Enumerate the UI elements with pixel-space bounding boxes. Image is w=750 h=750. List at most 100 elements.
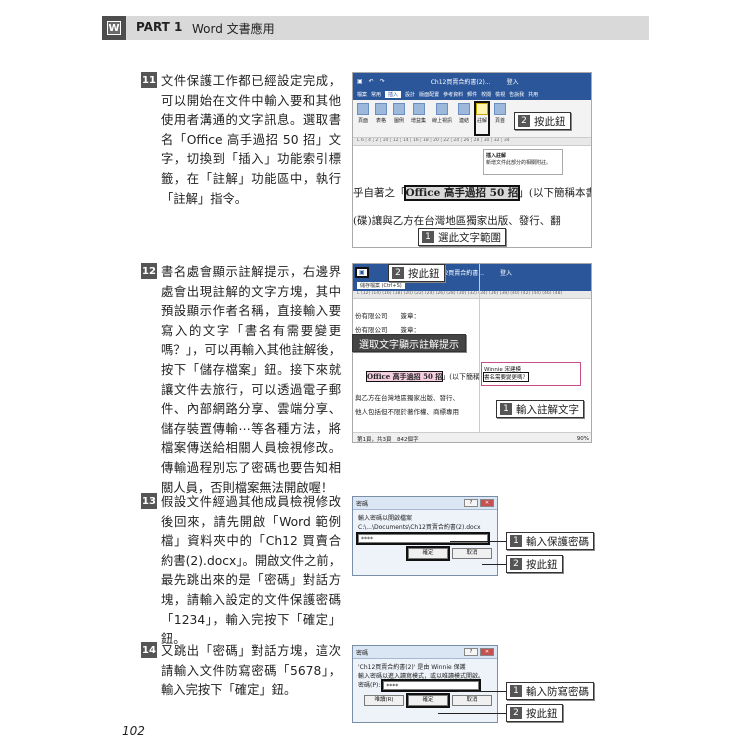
comment-author: Winnie 宋建模 bbox=[484, 367, 521, 373]
document-row-3: Office 高手過招 50 招」(以下簡稱 bbox=[365, 371, 481, 382]
share-button[interactable]: 共用 bbox=[528, 92, 539, 98]
word-icon: W bbox=[102, 16, 126, 40]
step-text: 又跳出「密碼」對話方塊，這次請輸入文件防寫密碼「5678」，輸入完按下「確定」鈕… bbox=[161, 644, 341, 698]
table-button[interactable]: 表格 bbox=[375, 103, 387, 134]
document-row-1: 份有限公司 簽章： bbox=[355, 312, 420, 320]
tab-file[interactable]: 檔案 bbox=[357, 92, 368, 98]
tab-references[interactable]: 參考資料 bbox=[443, 92, 464, 98]
callout-leader bbox=[438, 713, 506, 714]
close-icon[interactable]: ✕ bbox=[480, 648, 494, 656]
addins-button[interactable]: 增益集 bbox=[411, 103, 426, 134]
part-label: PART 1 bbox=[136, 20, 183, 34]
open-password-input[interactable]: **** bbox=[356, 532, 490, 545]
document-row-2: 份有限公司 簽章： bbox=[355, 326, 420, 334]
tab-mailings[interactable]: 郵件 bbox=[467, 92, 478, 98]
illustrations-button[interactable]: 圖例 bbox=[393, 103, 405, 134]
signin-link[interactable]: 登入 bbox=[500, 269, 513, 277]
pages-icon bbox=[357, 103, 369, 115]
pages-button[interactable]: 頁面 bbox=[357, 103, 369, 134]
tab-layout[interactable]: 版面配置 bbox=[419, 92, 440, 98]
save-icon[interactable]: ▣ bbox=[357, 77, 363, 85]
password-dialog-open: 密碼 ?✕ 輸入密碼以開啟檔案 C:\...\Documents\Ch12買賣合… bbox=[352, 496, 498, 576]
ok-button[interactable]: 確定 bbox=[406, 693, 450, 708]
cancel-button[interactable]: 取消 bbox=[452, 695, 492, 706]
table-icon bbox=[375, 103, 387, 115]
comment-anchor-text[interactable]: Office 高手過招 50 招 bbox=[365, 371, 444, 382]
dialog-title-bar: 密碼 ?✕ bbox=[353, 497, 497, 510]
tab-review[interactable]: 校閱 bbox=[481, 92, 492, 98]
word-insert-tab-screenshot: ▣ ↶ ↷ Ch12買賣合約書(2)... 登入 檔案 常用 插入 設計 版面配… bbox=[352, 72, 592, 248]
comment-button[interactable]: 註解 bbox=[474, 101, 491, 136]
addins-icon bbox=[412, 103, 425, 115]
links-button[interactable]: 連結 bbox=[458, 103, 471, 134]
step-11: 11 文件保護工作都已經設定完成，可以開始在文件中輸入要和其他使用者溝通的文字訊… bbox=[141, 72, 341, 209]
comment-icon bbox=[476, 103, 489, 115]
password-label: 密碼(P): bbox=[358, 682, 381, 689]
tab-home[interactable]: 常用 bbox=[371, 92, 382, 98]
step-number: 11 bbox=[141, 72, 157, 88]
undo-icon[interactable]: ↶ bbox=[368, 77, 374, 85]
save-tooltip: 儲存檔案 (Ctrl+S) bbox=[357, 282, 405, 289]
signin-link[interactable]: 登入 bbox=[506, 78, 519, 86]
step-12: 12 書名處會顯示註解提示，右邊界處會出現註解的文字方塊，其中預設顯示作者名稱，… bbox=[141, 263, 341, 498]
dialog-title: 密碼 bbox=[356, 649, 369, 657]
protected-by-text: 'Ch12買賣合約書(2)' 是由 Winnie 保護 bbox=[358, 664, 466, 671]
step-number: 13 bbox=[141, 493, 157, 509]
step-number: 12 bbox=[141, 263, 157, 279]
zoom-level[interactable]: 90% bbox=[576, 435, 589, 442]
ruler: L 6 ¦ 4 ¦ 2 ¦ 10 ¦ 12 ¦ 14 ¦ 16 ¦ 18 ¦ 2… bbox=[353, 138, 591, 146]
help-icon[interactable]: ? bbox=[464, 648, 478, 656]
title-bar: ▣ ↶ ↷ Ch12買賣合約書(2)... 登入 bbox=[353, 73, 591, 89]
document-row-5: 他人包括但不限於著作權、商標專用 bbox=[355, 408, 459, 416]
comment-box[interactable]: Winnie 宋建模 書名需要變更嗎？ bbox=[481, 362, 581, 386]
dialog-prompt: 輸入密碼以開啟檔案 bbox=[358, 515, 413, 522]
dialog-title-bar: 密碼 ?✕ bbox=[353, 646, 497, 659]
write-password-input[interactable]: **** bbox=[381, 679, 482, 692]
step-text: 假設文件經過其他成員檢視修改後回來，請先開啟「Word 範例檔」資料夾中的「Ch… bbox=[161, 495, 341, 647]
dialog-instruction: 輸入密碼以進入讀寫模式，或以唯讀模式開啟。 bbox=[358, 673, 485, 680]
document-line-2: (碟)讓與乙方在台灣地區獨家出版、發行、翻 bbox=[353, 215, 561, 227]
selected-book-title[interactable]: Office 高手過招 50 招 bbox=[403, 185, 521, 201]
password-dialog-write: 密碼 ?✕ 'Ch12買賣合約書(2)' 是由 Winnie 保護 輸入密碼以進… bbox=[352, 645, 498, 723]
cancel-button[interactable]: 取消 bbox=[452, 548, 492, 559]
step-text: 書名處會顯示註解提示，右邊界處會出現註解的文字方塊，其中預設顯示作者名稱，直接輸… bbox=[161, 265, 341, 495]
tab-view[interactable]: 檢視 bbox=[495, 92, 506, 98]
document-line-1: 乎自著之「Office 高手過招 50 招」(以下簡稱本書 bbox=[353, 185, 592, 201]
header-footer-button[interactable]: 頁首 bbox=[494, 103, 507, 134]
comment-text[interactable]: 書名需要變更嗎？ bbox=[482, 372, 530, 382]
callout-leader bbox=[458, 691, 506, 692]
online-video-button[interactable]: 線上視訊 bbox=[432, 103, 452, 134]
window-title: Ch12買賣合約書... bbox=[432, 269, 485, 277]
step-13: 13 假設文件經過其他成員檢視修改後回來，請先開啟「Word 範例檔」資料夾中的… bbox=[141, 493, 341, 650]
close-icon[interactable]: ✕ bbox=[480, 499, 494, 507]
tab-insert[interactable]: 插入 bbox=[385, 91, 402, 98]
help-icon[interactable]: ? bbox=[464, 499, 478, 507]
ribbon-tabs: 儲存檔案 (Ctrl+S) bbox=[353, 280, 591, 291]
chapter-title: Word 文書應用 bbox=[192, 22, 275, 36]
window-title: Ch12買賣合約書(2)... bbox=[430, 78, 491, 86]
redo-icon[interactable]: ↷ bbox=[379, 77, 385, 85]
header-icon bbox=[494, 103, 507, 115]
ruler: L (12) (14) (16) (18) (20) (22) (24) (26… bbox=[353, 291, 591, 299]
callout-leader bbox=[450, 541, 506, 542]
video-icon bbox=[436, 103, 449, 115]
status-bar: 第1頁，共3頁 842個字 90% bbox=[353, 432, 591, 443]
ok-button[interactable]: 確定 bbox=[406, 546, 450, 561]
tab-design[interactable]: 設計 bbox=[405, 92, 416, 98]
save-icon[interactable]: ▣ bbox=[355, 266, 369, 278]
tell-me[interactable]: 告訴我 bbox=[509, 92, 525, 98]
page-number: 102 bbox=[122, 724, 145, 738]
page-word-count: 第1頁，共3頁 842個字 bbox=[357, 436, 419, 443]
callout-leader bbox=[482, 564, 506, 565]
read-only-button[interactable]: 唯讀(R) bbox=[364, 695, 404, 706]
document-row-4: 與乙方在台灣地區獨家出版、發行、 bbox=[355, 394, 459, 402]
file-path: C:\...\Documents\Ch12買賣合約書(2).docx bbox=[358, 524, 481, 531]
step-14: 14 又跳出「密碼」對話方塊，這次請輸入文件防寫密碼「5678」，輸入完按下「確… bbox=[141, 642, 341, 701]
link-icon bbox=[458, 103, 471, 115]
